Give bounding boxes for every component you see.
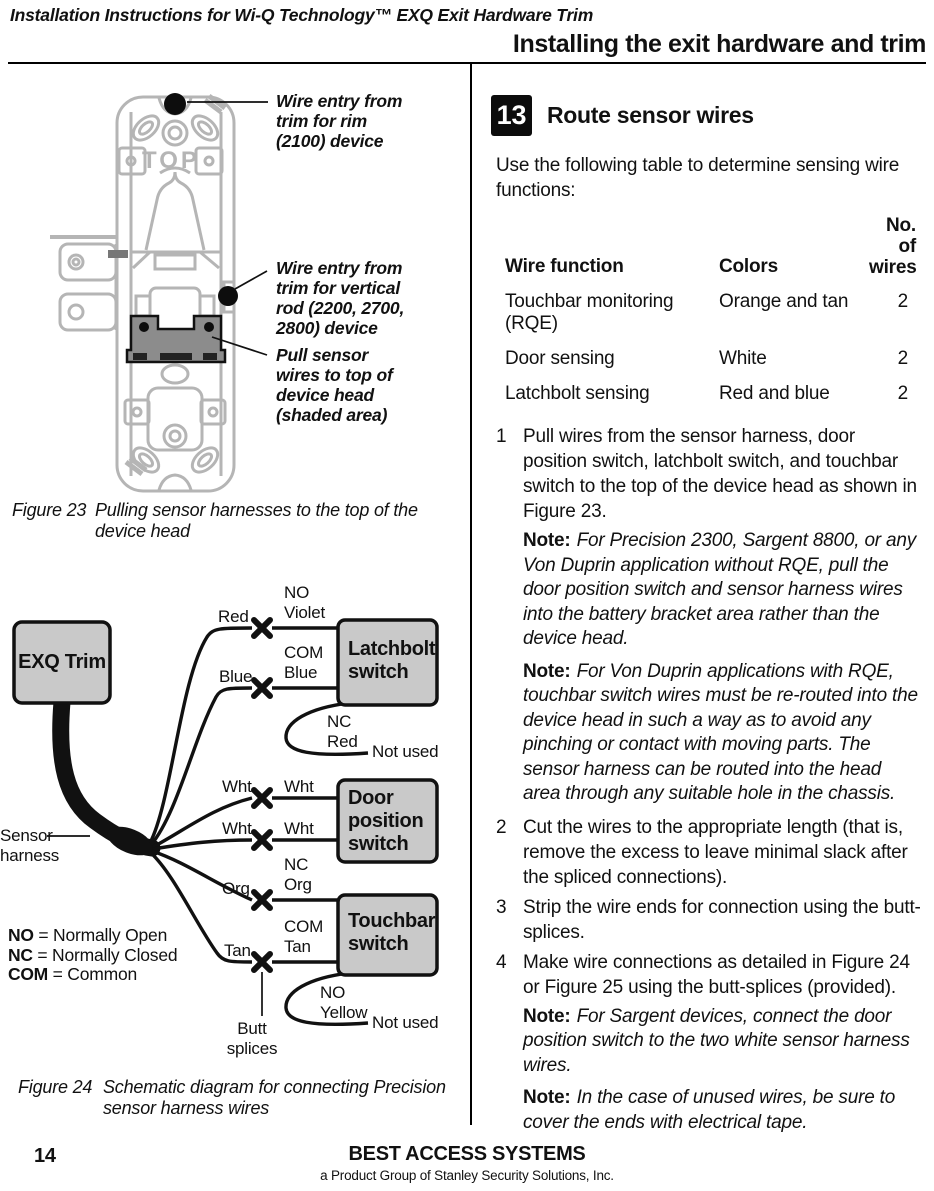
note-precision-sargent: Note:For Precision 2300, Sargent 8800, o…: [523, 530, 917, 649]
shaded-bracket: [125, 314, 227, 364]
latchbolt-switch-label: Latchbolt switch: [348, 638, 436, 683]
figure23-caption: Pulling sensor harnesses to the top of t…: [95, 500, 418, 541]
footer-brand-subtitle: a Product Group of Stanley Security Solu…: [320, 1168, 614, 1183]
wire-label-wht-1-left: Wht: [222, 777, 252, 796]
note-unused-wires: Note:In the case of unused wires, be sur…: [523, 1087, 896, 1133]
table-cell: Orange and tan: [719, 291, 849, 312]
wire-label-nc-red: NC Red: [327, 712, 358, 751]
sensor-harness-label: Sensor harness: [0, 826, 60, 865]
figure23-caption-label: Figure 23: [12, 500, 87, 520]
step-number-badge: 13: [491, 95, 532, 136]
exq-trim-box-label: EXQ Trim: [18, 651, 106, 673]
not-used-label-latchbolt: Not used: [372, 742, 439, 761]
table-cell: Touchbar monitoring (RQE): [505, 291, 674, 334]
wire-entry-dots: [139, 93, 238, 332]
note-von-duprin-rqe: Note:For Von Duprin applications with RQ…: [523, 660, 918, 805]
legend-line-no: NO = Normally Open: [8, 925, 168, 945]
touchbar-switch-label: Touchbar switch: [348, 910, 436, 955]
wire-label-wht-1-right: Wht: [284, 777, 314, 796]
legend-line-nc: NC = Normally Closed: [8, 944, 178, 965]
step-item-2: 2 Cut the wires to the appropriate lengt…: [496, 815, 922, 890]
legend-line-com: COM = Common: [8, 964, 138, 984]
intro-paragraph: Use the following table to determine sen…: [496, 155, 900, 201]
butt-splices-label: Butt splices: [226, 1019, 278, 1058]
wire-label-com-blue: COM Blue: [284, 643, 324, 682]
wire-label-red: Red: [218, 607, 249, 626]
figure24-caption: Schematic diagram for connecting Precisi…: [103, 1077, 446, 1118]
device-top-marking: TOP: [142, 147, 200, 174]
step-item-text: Strip the wire ends for connection using…: [523, 896, 921, 943]
table-cell: Door sensing: [505, 348, 615, 369]
table-cell: White: [719, 348, 767, 369]
step-item-text: Pull wires from the sensor harness, door…: [523, 426, 917, 522]
callout-rim-wire-entry: Wire entry from trim for rim (2100) devi…: [276, 91, 403, 151]
document-title: Installation Instructions for Wi-Q Techn…: [10, 5, 594, 25]
figure24-schematic-drawing: [12, 617, 439, 1027]
wire-label-no-yellow: NO Yellow: [320, 983, 368, 1022]
figure24-caption-label: Figure 24: [18, 1077, 93, 1097]
step-item-number: 4: [496, 951, 507, 973]
instructions-column: 13 Route sensor wires Use the following …: [491, 95, 922, 1143]
wire-label-org: Org: [222, 879, 250, 898]
footer-brand: BEST ACCESS SYSTEMS: [348, 1143, 586, 1165]
wire-label-blue: Blue: [219, 667, 253, 686]
note-sargent-devices: Note:For Sargent devices, connect the do…: [523, 1005, 910, 1076]
callout-pull-sensor-wires: Pull sensor wires to top of device head …: [276, 345, 393, 425]
page-number: 14: [34, 1145, 56, 1167]
column-divider: [470, 64, 472, 1125]
section-title: Installing the exit hardware and trim: [512, 30, 926, 58]
table-header-colors: Colors: [719, 256, 778, 277]
figure23-device-drawing: [50, 93, 268, 493]
wire-label-tan: Tan: [224, 941, 251, 960]
wire-label-nc-org: NC Org: [284, 855, 312, 894]
table-cell: Red and blue: [719, 383, 830, 404]
numbered-steps: 1 Pull wires from the sensor harness, do…: [496, 424, 922, 1135]
step-item-number: 3: [496, 896, 507, 918]
wire-label-wht-2-right: Wht: [284, 819, 314, 838]
step-item-4: 4 Make wire connections as detailed in F…: [496, 950, 922, 1000]
not-used-label-touchbar: Not used: [372, 1013, 439, 1032]
step-item-text: Make wire connections as detailed in Fig…: [523, 951, 910, 998]
step-item-3: 3 Strip the wire ends for connection usi…: [496, 895, 922, 945]
step-item-text: Cut the wires to the appropriate length …: [523, 816, 908, 888]
step-item-1: 1 Pull wires from the sensor harness, do…: [496, 424, 922, 524]
wire-label-com-tan: COM Tan: [284, 917, 324, 956]
table-cell: 2: [897, 291, 909, 312]
wire-label-no-violet: NO Violet: [284, 583, 326, 622]
table-cell: 2: [897, 383, 909, 404]
door-position-switch-label: Door position switch: [348, 787, 424, 855]
header-rule: [8, 62, 926, 64]
callout-vertical-rod-wire-entry: Wire entry from trim for vertical rod (2…: [276, 258, 405, 338]
butt-splice-marks: [251, 617, 273, 973]
wiring-legend: NO = Normally Open NC = Normally Closed …: [8, 925, 178, 985]
step-item-number: 2: [496, 816, 507, 838]
table-cell: 2: [897, 348, 909, 369]
step-header: 13 Route sensor wires: [491, 95, 922, 136]
step-title: Route sensor wires: [547, 102, 754, 128]
wire-label-wht-2-left: Wht: [222, 819, 252, 838]
wire-function-table: Wire function Colors No. of wires Touchb…: [496, 215, 922, 405]
table-header-wire-function: Wire function: [505, 256, 624, 277]
table-header-no-of-wires: No. of wires: [869, 215, 917, 278]
table-cell: Latchbolt sensing: [505, 383, 650, 404]
step-item-number: 1: [496, 426, 507, 447]
